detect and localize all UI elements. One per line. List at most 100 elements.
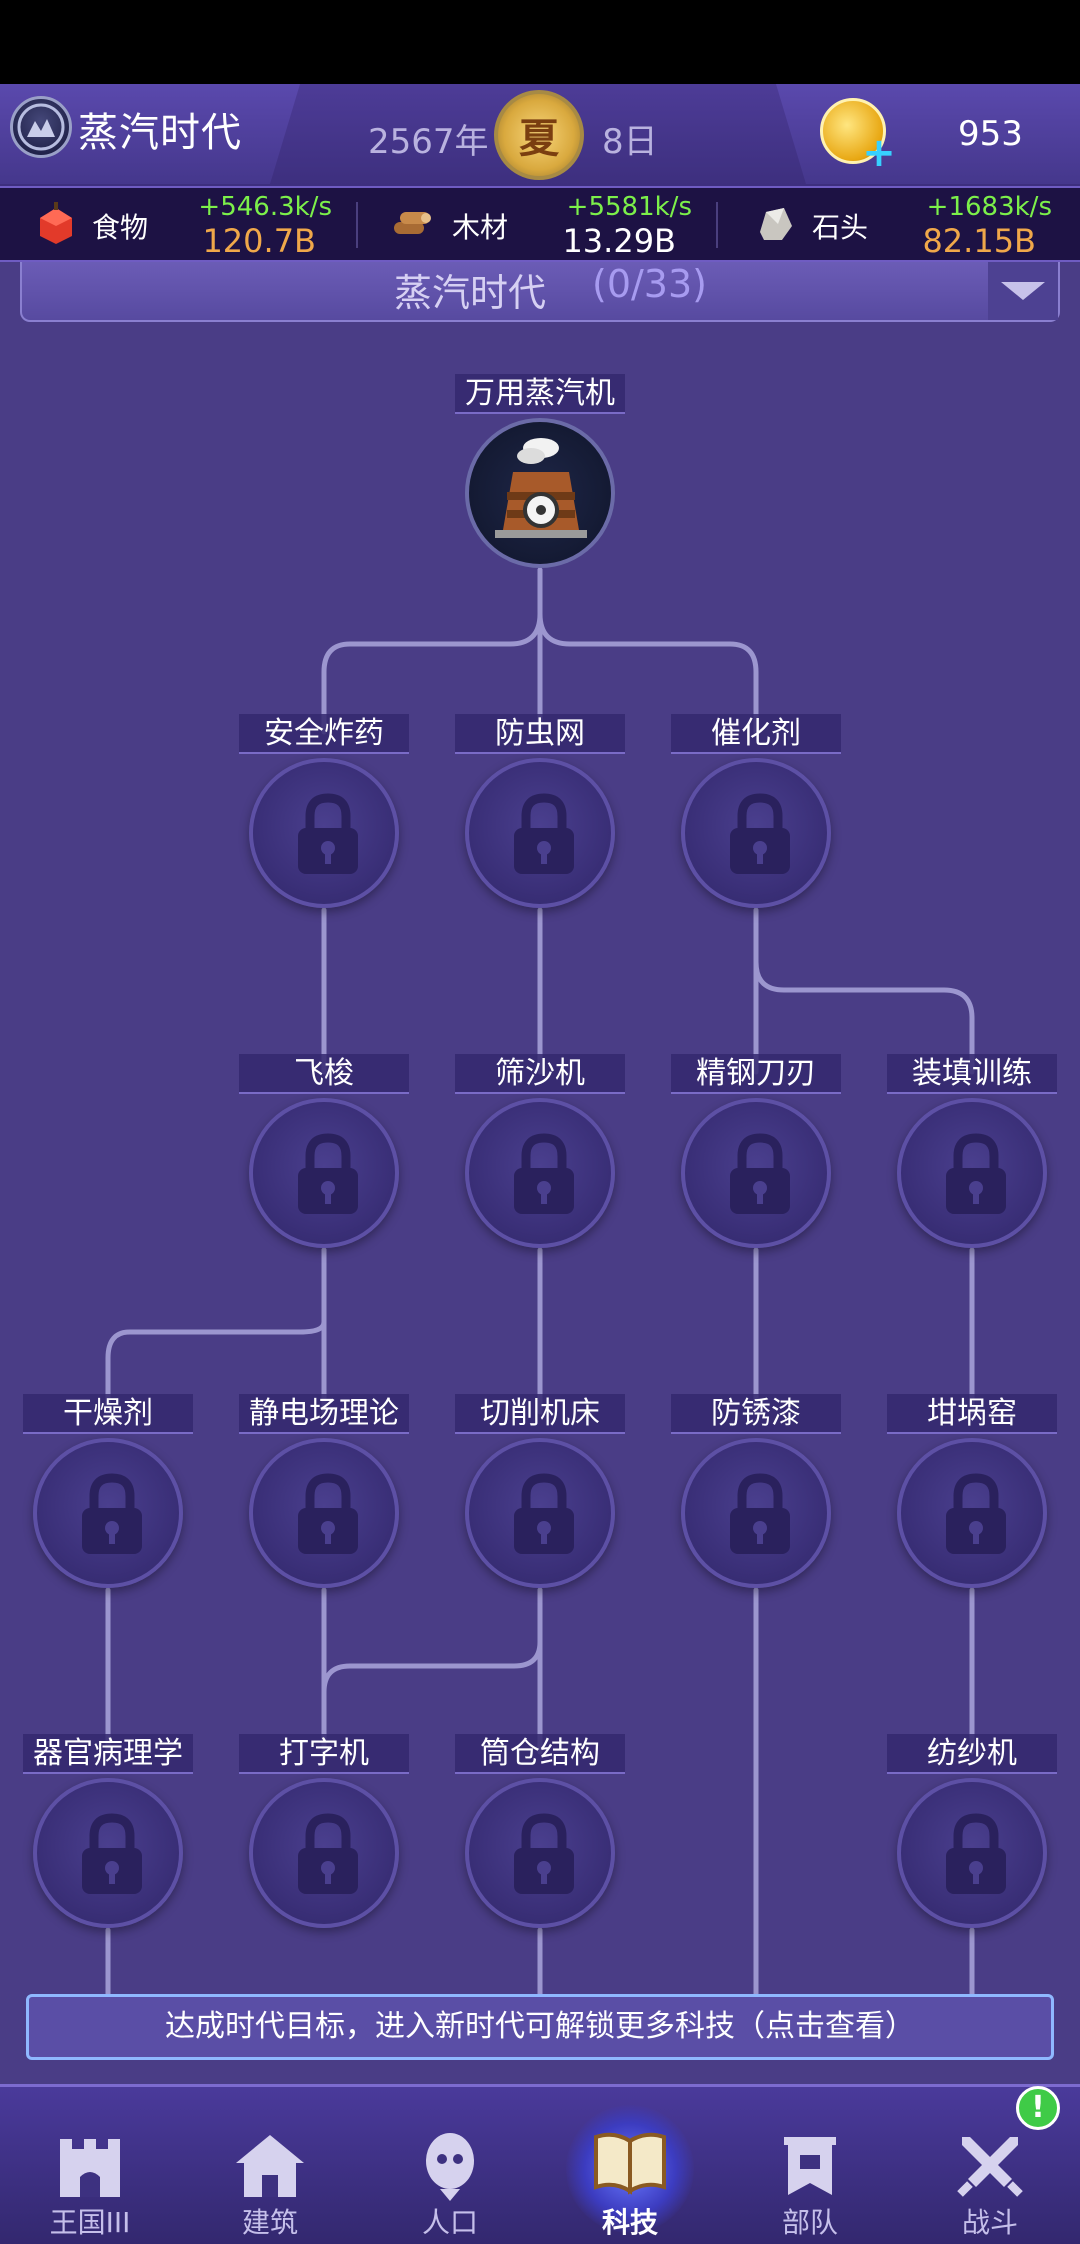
- tech-label: 纺纱机: [887, 1734, 1057, 1774]
- lock-icon: [514, 1133, 574, 1214]
- nav-kingdom[interactable]: 王国III: [0, 2087, 180, 2244]
- nav-label: 战斗: [961, 2206, 1018, 2239]
- lock-icon: [946, 1813, 1006, 1894]
- resource-rate: +546.3k/s: [198, 192, 332, 222]
- tech-circle: [681, 758, 831, 908]
- resource-label: 食物: [92, 211, 149, 244]
- season-text: 夏: [519, 116, 559, 162]
- wood-icon: [394, 212, 431, 234]
- tech-circle: [465, 418, 615, 568]
- lock-icon: [946, 1473, 1006, 1554]
- tech-circle: [681, 1438, 831, 1588]
- tech-label: 飞梭: [239, 1054, 409, 1094]
- coin-count: 953: [958, 114, 1023, 154]
- add-coins-icon[interactable]: +: [862, 130, 896, 176]
- lock-icon: [82, 1813, 142, 1894]
- coin-icon: [820, 98, 886, 164]
- tech-label: 万用蒸汽机: [455, 374, 625, 414]
- tech-tree-connectors: [105, 567, 975, 1994]
- nav-label: 王国III: [49, 2206, 131, 2239]
- lock-icon: [730, 1473, 790, 1554]
- nav-population[interactable]: 人口: [360, 2087, 540, 2244]
- tech-label: 防虫网: [455, 714, 625, 754]
- tech-label: 打字机: [239, 1734, 409, 1774]
- era-selector-label: 蒸汽时代: [394, 271, 547, 315]
- resource-wood[interactable]: 木材 +5581k/s 13.29B: [360, 188, 720, 262]
- tech-label: 切削机床: [455, 1394, 625, 1434]
- lock-icon: [82, 1473, 142, 1554]
- chevron-down-icon: [1001, 282, 1045, 300]
- resource-rate: +1683k/s: [926, 192, 1052, 222]
- era-name: 蒸汽时代: [78, 110, 242, 156]
- tech-label: 催化剂: [671, 714, 841, 754]
- nav-label: 人口: [421, 2206, 478, 2239]
- lock-icon: [514, 1473, 574, 1554]
- lock-icon: [298, 793, 358, 874]
- resource-amount: 120.7B: [202, 222, 316, 260]
- day-display: 8日: [602, 122, 658, 162]
- era-emblem-icon: [10, 96, 72, 158]
- era-selector[interactable]: 蒸汽时代 (0/33): [20, 262, 1060, 322]
- nav-troops[interactable]: 部队: [720, 2087, 900, 2244]
- lock-icon: [946, 1133, 1006, 1214]
- lock-icon: [298, 1473, 358, 1554]
- house-icon: [236, 2135, 304, 2197]
- tech-circle: [897, 1098, 1047, 1248]
- divider: [356, 202, 358, 248]
- nav-battle[interactable]: 战斗: [900, 2087, 1080, 2244]
- tech-circle: [465, 758, 615, 908]
- era-progress: (0/33): [592, 262, 707, 306]
- tech-circle: [465, 1098, 615, 1248]
- nav-tech[interactable]: 科技: [540, 2087, 720, 2244]
- tech-circle: [465, 1778, 615, 1928]
- tech-label: 器官病理学: [23, 1734, 193, 1774]
- banner-icon: [784, 2137, 836, 2195]
- resource-label: 木材: [452, 211, 509, 244]
- tech-circle: [249, 1438, 399, 1588]
- resource-amount: 82.15B: [922, 222, 1036, 260]
- top-bar: 蒸汽时代 2567年 夏 8日 + 953: [0, 84, 1080, 188]
- nav-label: 部队: [781, 2206, 838, 2239]
- resource-label: 石头: [812, 211, 869, 244]
- tech-circle: [465, 1438, 615, 1588]
- lock-icon: [514, 1813, 574, 1894]
- resource-bar: 食物 +546.3k/s 120.7B 木材 +5581k/s 13.29B 石…: [0, 188, 1080, 262]
- resource-rate: +5581k/s: [566, 192, 692, 222]
- tech-circle: [249, 1098, 399, 1248]
- era-dropdown-button[interactable]: [988, 262, 1058, 320]
- lock-icon: [730, 793, 790, 874]
- tech-circle: [897, 1438, 1047, 1588]
- book-icon: [594, 2132, 666, 2195]
- tech-circle: [681, 1098, 831, 1248]
- resource-food[interactable]: 食物 +546.3k/s 120.7B: [0, 188, 360, 262]
- steam-engine-icon: [495, 438, 587, 538]
- season-badge: 夏: [494, 90, 584, 180]
- alert-badge: !: [1016, 2086, 1060, 2130]
- tech-circle: [33, 1438, 183, 1588]
- era-box[interactable]: 蒸汽时代: [0, 84, 300, 184]
- era-goal-banner[interactable]: 达成时代目标，进入新时代可解锁更多科技（点击查看）: [26, 1994, 1054, 2060]
- nav-buildings[interactable]: 建筑: [180, 2087, 360, 2244]
- nav-label: 科技: [601, 2206, 658, 2239]
- lock-icon: [298, 1133, 358, 1214]
- tech-label: 精钢刀刃: [671, 1054, 841, 1094]
- tech-circle: [249, 758, 399, 908]
- tech-label: 静电场理论: [239, 1394, 409, 1434]
- tech-label: 坩埚窑: [887, 1394, 1057, 1434]
- tech-tree[interactable]: 万用蒸汽机 安全炸药 防虫网 催化剂: [0, 322, 1080, 1994]
- resource-amount: 13.29B: [562, 222, 676, 260]
- tech-label: 干燥剂: [23, 1394, 193, 1434]
- tech-label: 防锈漆: [671, 1394, 841, 1434]
- tech-circle: [249, 1778, 399, 1928]
- nav-label: 建筑: [241, 2206, 298, 2239]
- resource-stone[interactable]: 石头 +1683k/s 82.15B: [720, 188, 1080, 262]
- tech-label: 筒仓结构: [455, 1734, 625, 1774]
- tech-label: 安全炸药: [239, 714, 409, 754]
- castle-icon: [60, 2139, 120, 2197]
- lock-icon: [730, 1133, 790, 1214]
- divider: [716, 202, 718, 248]
- population-icon: [426, 2133, 474, 2201]
- tech-label: 筛沙机: [455, 1054, 625, 1094]
- tech-circle: [33, 1778, 183, 1928]
- tech-label: 装填训练: [887, 1054, 1057, 1094]
